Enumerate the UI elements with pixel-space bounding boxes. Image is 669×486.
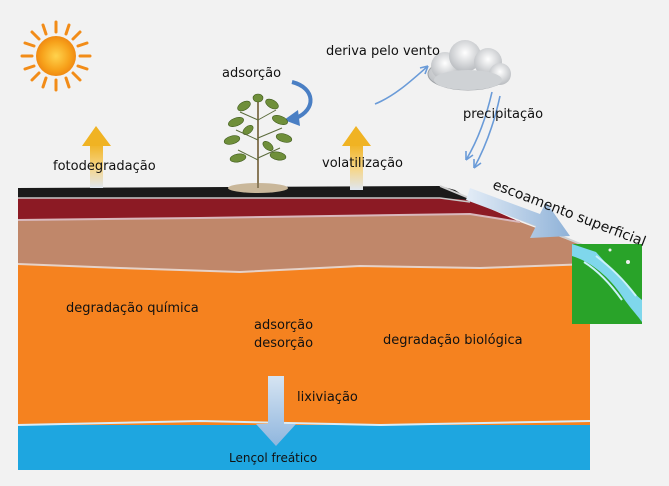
photodegradation-label: fotodegradação: [53, 159, 156, 174]
desorption-label: desorção: [254, 336, 314, 351]
wind-drift-label: deriva pelo vento: [326, 44, 440, 59]
adsorption-plant-label: adsorção: [222, 66, 282, 81]
wind-drift-arrow: [374, 65, 429, 105]
volatilization-arrow: [342, 126, 371, 190]
water-table-label: Lençol freático: [229, 451, 318, 465]
sun-icon: [20, 20, 92, 92]
leaching-label: lixiviação: [297, 390, 358, 405]
subsoil-layer: [18, 262, 590, 425]
precipitation-arrows: [465, 91, 501, 169]
volatilization-label: volatilização: [322, 156, 404, 171]
precipitation-label: precipitação: [463, 107, 544, 122]
cloud-icon: [427, 40, 511, 91]
organic-layer: [18, 196, 520, 222]
chemical-degradation-label: degradação química: [66, 301, 199, 316]
adsorption-curved-arrow: [284, 80, 313, 126]
photodegradation-arrow: [82, 126, 111, 188]
biological-degradation-label: degradação biológica: [383, 333, 523, 348]
leaching-arrow: [256, 376, 296, 446]
water-table-layer: [18, 423, 590, 470]
stream-icon: [572, 244, 642, 324]
topsoil-layer: [18, 213, 590, 272]
plant-icon: [223, 93, 293, 193]
runoff-arrow: [466, 188, 570, 238]
soil-profile: [17, 185, 591, 470]
adsorption-mid-label: adsorção: [254, 318, 314, 333]
